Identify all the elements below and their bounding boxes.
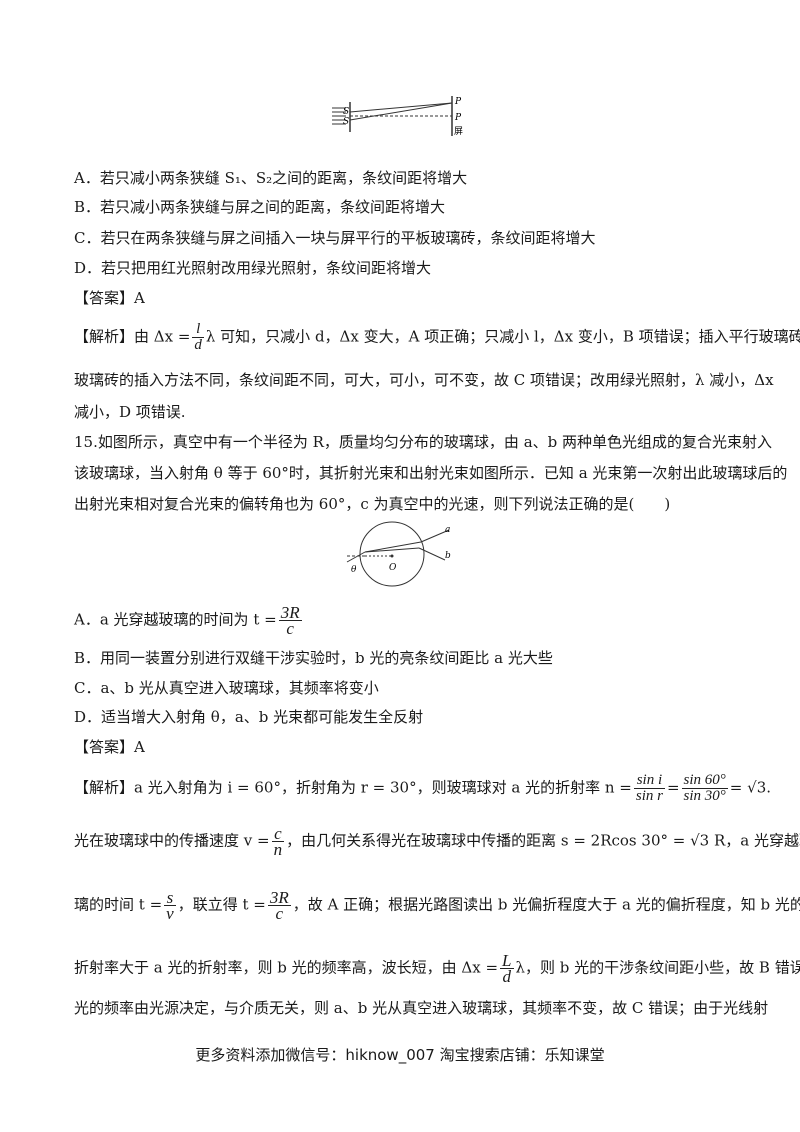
svg-text:a: a [445, 525, 450, 535]
q14-option-d: D．若只把用红光照射改用绿光照射，条纹间距将增大 [74, 259, 432, 277]
q15-explanation-1: 【解析】a 光入射角为 i = 60°，折射角为 r = 30°，则玻璃球对 a… [74, 772, 772, 804]
q15-option-b: B．用同一装置分别进行双缝干涉实验时，b 光的亮条纹间距比 a 光大些 [74, 649, 553, 667]
q15-stem-2: 该玻璃球，当入射角 θ 等于 60°时，其折射光束和出射光束如图所示．已知 a … [74, 464, 788, 482]
svg-text:S: S [343, 107, 349, 117]
q14-answer: 【答案】A [74, 289, 145, 307]
svg-text:O: O [389, 563, 397, 573]
q15-explanation-5: 光的频率由光源决定，与介质无关，则 a、b 光从真空进入玻璃球，其频率不变，故 … [74, 999, 769, 1017]
q15-option-c: C．a、b 光从真空进入玻璃球，其频率将变小 [74, 679, 379, 697]
glass-sphere-figure: a b θ O [346, 521, 451, 587]
page-footer: 更多资料添加微信号：hiknow_007 淘宝搜索店铺：乐知课堂 [195, 1046, 605, 1064]
double-slit-figure: S S P P 屏 [332, 96, 463, 137]
q15-option-d: D．适当增大入射角 θ，a、b 光束都可能发生全反射 [74, 708, 424, 726]
q14-explanation-3: 减小，D 项错误. [74, 403, 186, 421]
svg-text:θ: θ [351, 565, 357, 575]
svg-text:P: P [454, 97, 462, 107]
q14-option-c: C．若只在两条狭缝与屏之间插入一块与屏平行的平板玻璃砖，条纹间距将增大 [74, 229, 596, 247]
svg-text:b: b [445, 551, 451, 561]
svg-text:屏: 屏 [454, 126, 463, 137]
q14-option-a: A．若只减小两条狭缝 S₁、S₂之间的距离，条纹间距将增大 [74, 169, 468, 187]
svg-text:P: P [454, 113, 462, 123]
q15-answer: 【答案】A [74, 738, 145, 756]
svg-text:S: S [343, 117, 349, 127]
q15-stem-1: 15.如图所示，真空中有一个半径为 R，质量均匀分布的玻璃球，由 a、b 两种单… [74, 433, 773, 451]
q15-stem-3: 出射光束相对复合光束的偏转角也为 60°，c 为真空中的光速，则下列说法正确的是… [74, 495, 671, 513]
q14-option-b: B．若只减小两条狭缝与屏之间的距离，条纹间距将增大 [74, 198, 446, 216]
q14-explanation-2: 玻璃砖的插入方法不同，条纹间距不同，可大，可小，可不变，故 C 项错误；改用绿光… [74, 371, 774, 389]
